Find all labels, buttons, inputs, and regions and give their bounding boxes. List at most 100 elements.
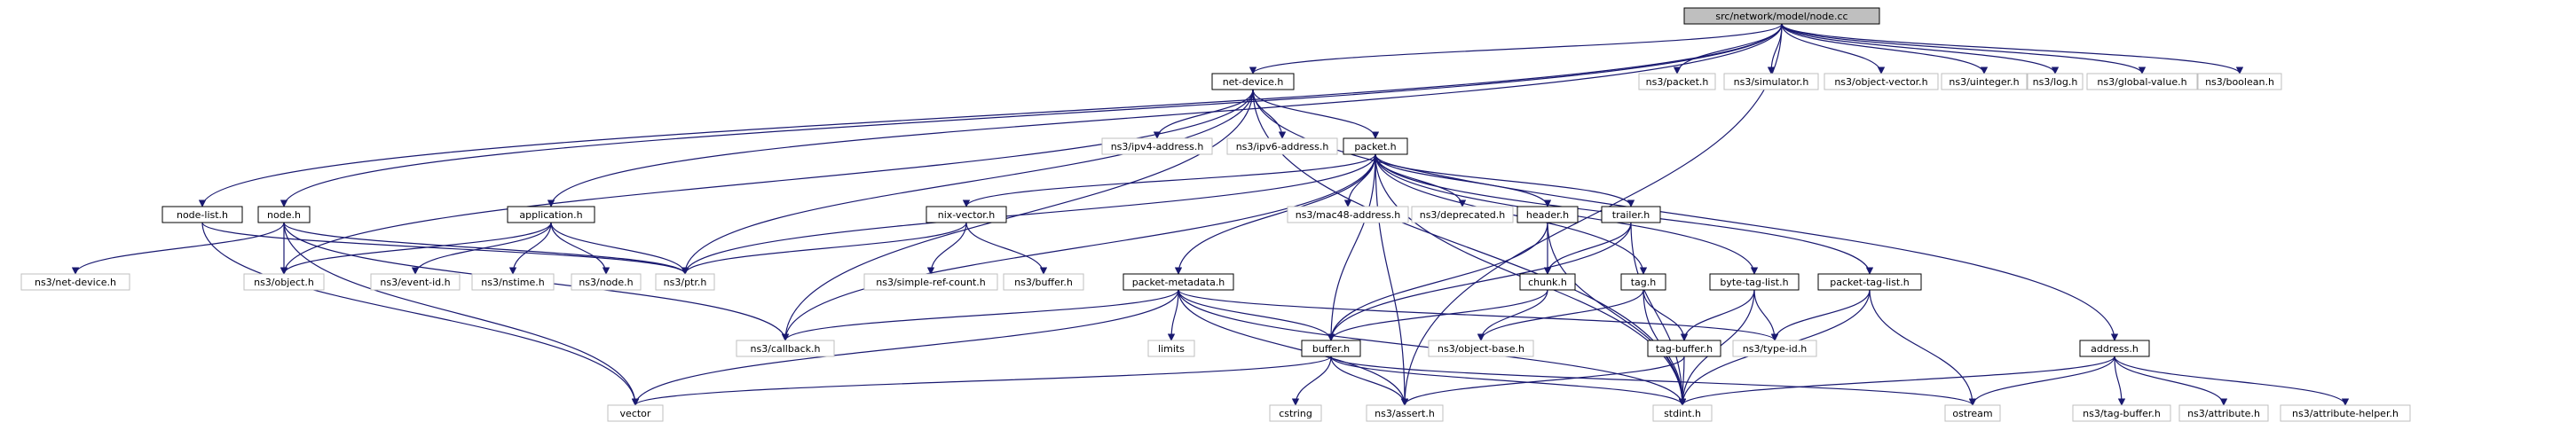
graph-node-trailer-h[interactable]: trailer.h [1601,206,1661,223]
node-label: ns3/callback.h [751,343,821,355]
graph-node-ns3-event-id-h: ns3/event-id.h [370,273,461,291]
include-edge [1770,289,1871,341]
node-label: ns3/attribute-helper.h [2292,408,2399,419]
node-label: tag-buffer.h [1656,343,1713,355]
node-label: ns3/simple-ref-count.h [876,277,986,288]
include-edge [508,222,552,275]
include-edge [965,222,1048,275]
graph-node-packet-metadata-h[interactable]: packet-metadata.h [1123,273,1234,291]
graph-node-stdint-h: stdint.h [1652,404,1713,422]
node-label: net-device.h [1223,76,1284,88]
graph-node-ns3-attribute-h: ns3/attribute.h [2178,404,2269,422]
graph-node-tag-h[interactable]: tag.h [1620,273,1666,291]
include-edge [280,23,1783,207]
graph-node-net-device-h[interactable]: net-device.h [1211,73,1295,90]
graph-node-ns3-ptr-h: ns3/ptr.h [655,273,715,291]
node-label: ns3/node.h [579,277,633,288]
node-box [1647,340,1721,357]
include-edge [1543,222,1632,275]
node-label: ns3/attribute.h [2187,408,2260,419]
include-edge [1630,222,1687,406]
node-label: ns3/uinteger.h [1949,76,2019,88]
node-label: ns3/packet.h [1646,76,1709,88]
include-edge [1375,153,1635,207]
graph-node-ns3-uinteger-h: ns3/uinteger.h [1941,73,2028,90]
include-edge [1252,89,1687,406]
include-edge [1252,89,1380,139]
node-box [2280,404,2411,422]
graph-node-ns3-node-h: ns3/node.h [571,273,642,291]
node-box [926,206,1007,223]
node-label: ns3/object-vector.h [1834,76,1927,88]
include-edge [2114,356,2126,406]
graph-node-node-list-h[interactable]: node-list.h [161,206,243,223]
graph-node-limits: limits [1147,340,1195,357]
include-edge [1477,289,1548,341]
include-edge [1375,153,1467,207]
node-box [2079,340,2150,357]
include-edge [1327,289,1548,341]
graph-node-byte-tag-list-h[interactable]: byte-tag-list.h [1709,273,1800,291]
graph-node-packet-h[interactable]: packet.h [1343,137,1408,155]
graph-node-buffer-h[interactable]: buffer.h [1301,340,1361,357]
graph-node-packet-tag-list-h[interactable]: packet-tag-list.h [1817,273,1922,291]
node-box [1123,273,1234,291]
node-label: ns3/ptr.h [664,277,707,288]
node-label: address.h [2091,343,2139,355]
graph-node-node-h[interactable]: node.h [257,206,311,223]
include-edge [1673,23,1783,74]
include-edge [781,153,1376,341]
node-box [1683,7,1880,25]
node-box [370,273,461,291]
include-edge [681,89,1254,275]
include-edge [280,89,1254,275]
node-box [655,273,715,291]
graph-node-application-h[interactable]: application.h [507,206,595,223]
graph-node-ns3-boolean-h: ns3/boolean.h [2197,73,2282,90]
include-edge [71,222,285,275]
node-label: src/network/model/node.cc [1715,11,1847,22]
include-edge [1753,289,1779,341]
graph-node-ns3-log-h: ns3/log.h [2027,73,2084,90]
graph-node-ns3-packet-h: ns3/packet.h [1638,73,1716,90]
include-edge [1400,23,1783,406]
node-box [571,273,642,291]
include-edge [1327,222,1632,341]
include-edge [1869,289,1977,406]
graph-node-ns3-attribute-helper-h: ns3/attribute-helper.h [2280,404,2411,422]
graph-node-tag-buffer-h[interactable]: tag-buffer.h [1647,340,1721,357]
graph-node-ns3-object-base-h: ns3/object-base.h [1428,340,1534,357]
graph-node-ns3-callback-h: ns3/callback.h [736,340,835,357]
include-edge [1178,289,1779,341]
include-edge [550,222,611,275]
node-label: ns3/assert.h [1375,408,1435,419]
graph-node-ns3-net-device-h: ns3/net-device.h [20,273,130,291]
include-edge [1547,222,1687,406]
node-box [1287,206,1409,223]
graph-node-root[interactable]: src/network/model/node.cc [1683,7,1880,25]
node-label: ostream [1952,408,1992,419]
node-box [1428,340,1534,357]
node-box [1824,73,1939,90]
include-edge [1678,356,2115,406]
graph-node-nix-vector-h[interactable]: nix-vector.h [926,206,1007,223]
node-box [1301,340,1361,357]
node-box [2027,73,2084,90]
graph-node-ns3-simple-ref-count-h: ns3/simple-ref-count.h [863,273,998,291]
node-box [1147,340,1195,357]
include-edge [1174,153,1376,275]
node-box [1101,137,1213,155]
graph-node-ns3-ipv6-address-h: ns3/ipv6-address.h [1226,137,1338,155]
graph-node-ns3-simulator-h: ns3/simulator.h [1723,73,1819,90]
include-edge [1781,23,2060,74]
graph-node-address-h[interactable]: address.h [2079,340,2150,357]
node-label: ns3/object.h [254,277,314,288]
node-box [2197,73,2282,90]
graph-node-header-h[interactable]: header.h [1516,206,1579,223]
node-label: node.h [267,209,301,221]
node-box [1709,273,1800,291]
node-box [863,273,998,291]
graph-node-chunk-h[interactable]: chunk.h [1519,273,1576,291]
node-box [2178,404,2269,422]
node-box [1343,137,1408,155]
